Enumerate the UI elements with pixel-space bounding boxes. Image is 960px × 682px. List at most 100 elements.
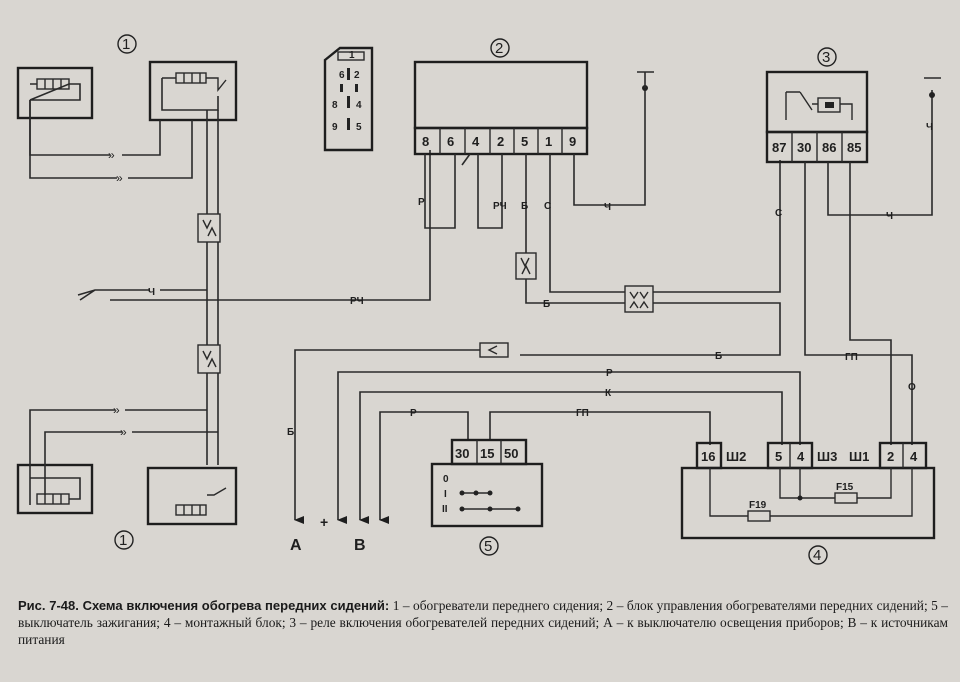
- fuse-label: F15: [836, 482, 854, 493]
- block4-pin: 2: [887, 449, 894, 464]
- heater-relay: 87 30 86 85: [765, 70, 869, 164]
- relay-coil-icon: [817, 97, 841, 113]
- block2-pin: 5: [521, 134, 528, 149]
- marker-1-bottom: 1: [114, 530, 134, 550]
- svg-text:1: 1: [349, 50, 355, 61]
- block2-pin: 1: [545, 134, 552, 149]
- svg-text:2: 2: [495, 40, 503, 57]
- relay-pin: 30: [797, 140, 811, 155]
- marker-2: 2: [490, 38, 510, 58]
- svg-text:4: 4: [356, 100, 362, 111]
- seat-heater-bottom: [16, 463, 238, 526]
- wire-label-ch: Ч: [604, 202, 611, 213]
- wire-label-ch-ground: Ч: [926, 122, 933, 133]
- block2-pin: 9: [569, 134, 576, 149]
- heating-element-icon: [175, 72, 207, 84]
- svg-text:5: 5: [484, 538, 492, 555]
- seat-heater-top: [16, 60, 238, 122]
- marker-3: 3: [817, 47, 837, 67]
- svg-text:4: 4: [813, 547, 821, 564]
- block4-pin: 4: [910, 449, 918, 464]
- inline-connector-lower: [197, 344, 221, 374]
- svg-text:5: 5: [356, 122, 362, 133]
- wire-label-gp-30: ГП: [845, 352, 858, 363]
- wire-label-pch-main: РЧ: [350, 296, 364, 307]
- control-unit: 8 6 4 2 5 1 9: [413, 60, 589, 156]
- thermostat-switch-icon: [207, 487, 227, 496]
- wire-label-p-sw: Р: [410, 408, 417, 419]
- switch-pin: 15: [480, 446, 494, 461]
- switch-position: I: [444, 489, 447, 500]
- svg-text:9: 9: [332, 122, 338, 133]
- wire-label-ch-left: Ч: [148, 287, 155, 298]
- caption-body: 1 – обогреватели переднего сидения; 2 – …: [18, 598, 948, 647]
- svg-text:6: 6: [339, 70, 345, 81]
- wire-label-pch: РЧ: [493, 201, 507, 212]
- switch-position: 0: [443, 474, 449, 485]
- connector-chevron-icon: »: [120, 425, 127, 439]
- terminal-v: В: [354, 537, 366, 554]
- block2-pin: 8: [422, 134, 429, 149]
- thermostat-switch-icon: [206, 77, 227, 92]
- relay-pin: 86: [822, 140, 836, 155]
- ground-fork: [77, 289, 150, 301]
- inline-connector-horizontal: [479, 342, 509, 358]
- wire-label-o: О: [908, 382, 916, 393]
- wire-label-s: С: [544, 201, 551, 212]
- marker-1-top: 1: [117, 34, 137, 54]
- caption-title: Рис. 7-48. Схема включения обогрева пере…: [18, 598, 390, 613]
- block4-pin: 5: [775, 449, 782, 464]
- relay-pin: 85: [847, 140, 861, 155]
- fuse-block: 16 Ш2 5 4 Ш3 Ш1 2 4 F19 F15: [680, 441, 936, 540]
- wire-label-s-87: С: [775, 208, 782, 219]
- inline-connector-double: [624, 285, 654, 313]
- svg-text:8: 8: [332, 100, 338, 111]
- block2-pin: 2: [497, 134, 504, 149]
- switch-pin: 30: [455, 446, 469, 461]
- wire-label-k-long: К: [605, 388, 612, 399]
- connector-chevron-icon: »: [108, 148, 115, 162]
- wire-label-b: Б: [521, 201, 528, 212]
- wire-label-b-long: Б: [715, 351, 722, 362]
- heater-back-bottom: [16, 463, 94, 515]
- fuse-icon: [747, 510, 771, 522]
- inline-connector-b: [515, 252, 537, 280]
- switch-pin: 50: [504, 446, 518, 461]
- heater-cushion-top: [148, 60, 238, 122]
- wiring-diagram: » » Ч РЧ » » 1 6 2 8: [16, 34, 941, 565]
- connector-chevron-icon: »: [113, 403, 120, 417]
- heater-back-top: [16, 66, 94, 120]
- inline-connector-upper: [197, 213, 221, 243]
- wire-label-p: Р: [418, 197, 425, 208]
- block4-label: Ш1: [849, 449, 869, 464]
- switch-position: II: [442, 504, 448, 515]
- block2-pin: 4: [472, 134, 480, 149]
- connector-pin-view: 1 6 2 8 4 9 5: [323, 46, 374, 152]
- block4-pin: 4: [797, 449, 805, 464]
- fuse-label: F19: [749, 500, 767, 511]
- wire-label-p-long: Р: [606, 368, 613, 379]
- svg-text:1: 1: [119, 532, 127, 549]
- marker-5: 5: [479, 536, 499, 556]
- relay-pin: 87: [772, 140, 786, 155]
- block4-pin: 16: [701, 449, 715, 464]
- marker-4: 4: [808, 545, 828, 565]
- heating-element-icon: [175, 504, 207, 516]
- block2-pin: 6: [447, 134, 454, 149]
- fuse-icon: [834, 492, 858, 504]
- block4-label: Ш3: [817, 449, 837, 464]
- terminal-a: А: [290, 537, 302, 554]
- wire-label-b-mid: Б: [543, 299, 550, 310]
- wire-label-gp-sw: ГП: [576, 408, 589, 419]
- figure-caption: Рис. 7-48. Схема включения обогрева пере…: [18, 597, 948, 648]
- svg-text:3: 3: [822, 49, 830, 66]
- block4-label: Ш2: [726, 449, 746, 464]
- wire-label-b-down: Б: [287, 427, 294, 438]
- svg-text:1: 1: [122, 36, 130, 53]
- svg-text:2: 2: [354, 70, 360, 81]
- terminal-plus: +: [320, 514, 328, 530]
- wire-label-ch-85: Ч: [886, 211, 893, 222]
- connector-chevron-icon: »: [116, 171, 123, 185]
- ignition-switch: 30 15 50 0 I II: [430, 438, 544, 528]
